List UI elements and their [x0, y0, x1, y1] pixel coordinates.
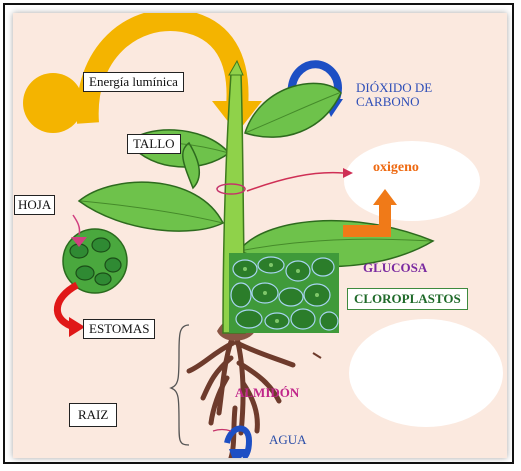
stomata-arrow-icon	[57, 285, 77, 326]
stem-label: TALLO	[127, 134, 181, 154]
chloroplasts-label: CLOROPLASTOS	[347, 288, 468, 310]
oxygen-pointer-icon	[247, 173, 343, 191]
carbon-dioxide-label: DIÓXIDO DE CARBONO	[356, 81, 432, 108]
diagram-canvas: Energía lumínica DIÓXIDO DE CARBONO TALL…	[13, 13, 507, 458]
root-bracket-icon	[171, 325, 189, 445]
root-label: RAIZ	[69, 403, 117, 427]
light-energy-label: Energía lumínica	[83, 72, 184, 92]
stomata-label: ESTOMAS	[83, 319, 155, 339]
carbon-dioxide-line1: DIÓXIDO DE	[356, 81, 432, 95]
oxygen-bubble	[344, 141, 480, 221]
top-right-leaf	[245, 83, 341, 137]
image-frame: Energía lumínica DIÓXIDO DE CARBONO TALL…	[3, 3, 514, 464]
glucose-label: GLUCOSA	[363, 261, 427, 275]
carbon-dioxide-line2: CARBONO	[356, 95, 432, 109]
middle-left-leaf	[79, 182, 223, 231]
starch-dash	[313, 353, 321, 358]
chloroplast-image	[229, 253, 339, 333]
sun-icon	[23, 73, 83, 133]
oxygen-label: oxigeno	[373, 161, 419, 176]
water-marker	[213, 430, 231, 432]
blank-bubble	[349, 319, 503, 427]
leaf-label: HOJA	[14, 195, 55, 215]
starch-label: ALMIDÓN	[235, 386, 299, 400]
water-label: AGUA	[269, 433, 307, 447]
cells-pointer-icon	[73, 215, 80, 235]
